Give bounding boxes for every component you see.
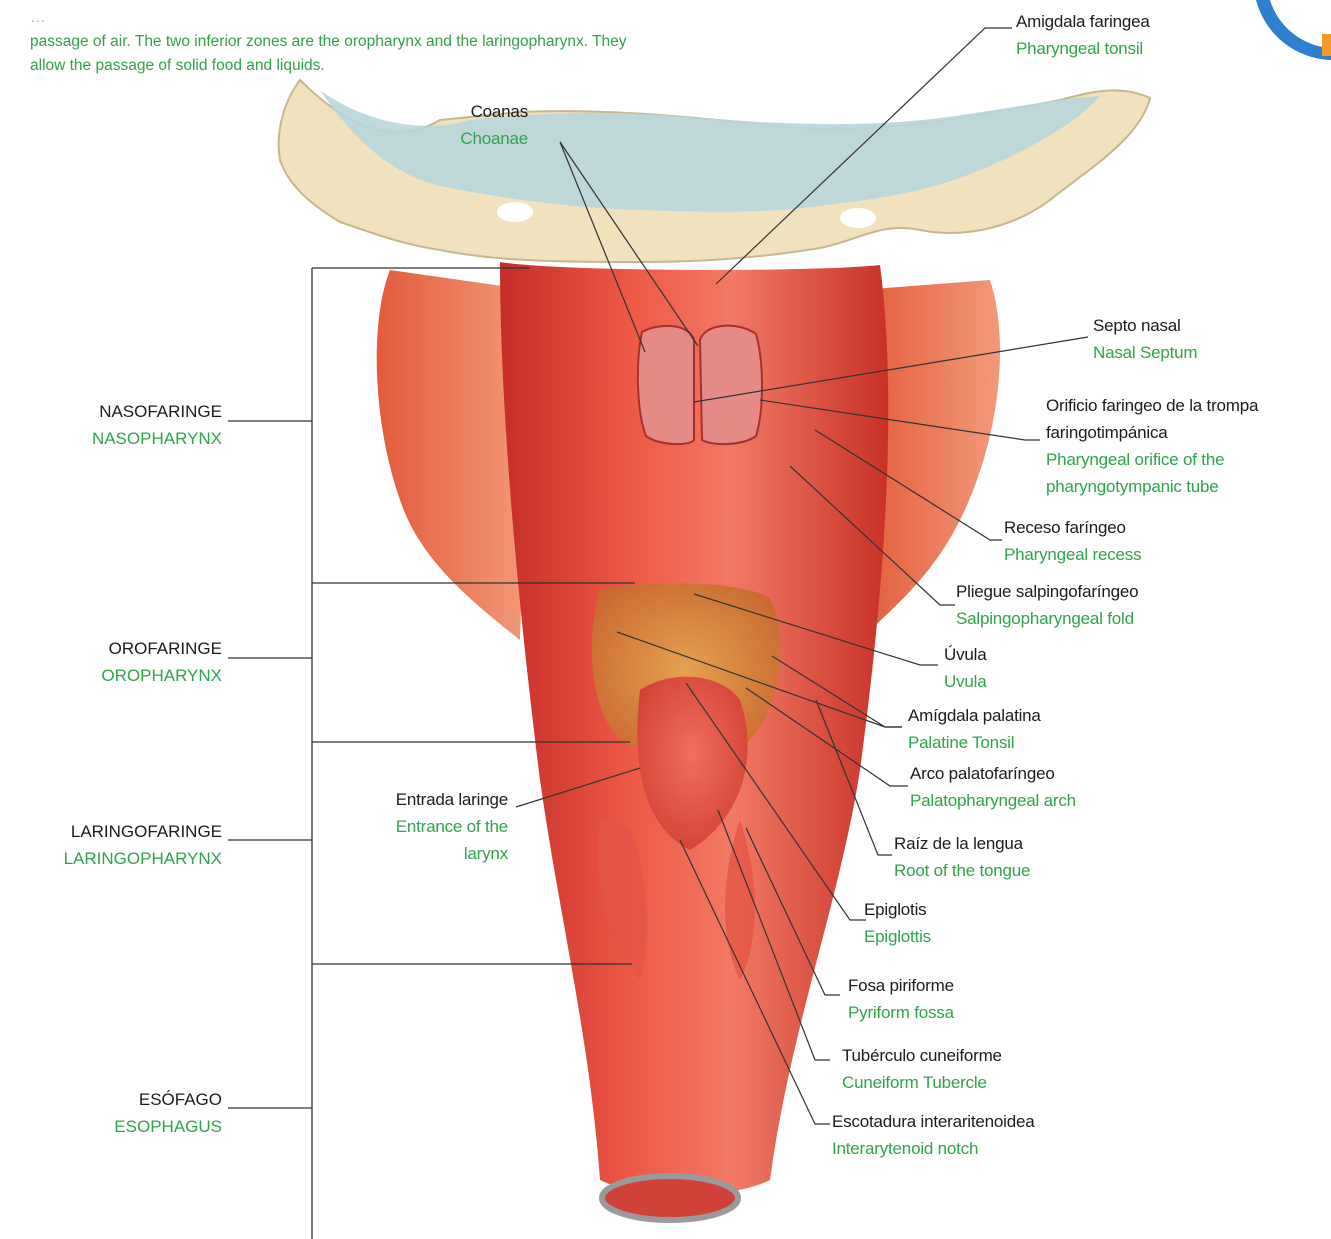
region-oropharynx: OROFARINGE OROPHARYNX <box>40 635 222 689</box>
label-es: Arco palatofaríngeo <box>910 760 1076 787</box>
label-en: pharyngotympanic tube <box>1046 473 1258 500</box>
label-larynx-entrance: Entrada laringe Entrance of the larynx <box>350 786 508 867</box>
label-pharyngeal-recess: Receso faríngeo Pharyngeal recess <box>1004 514 1141 568</box>
label-pharyngeal-tonsil: Amigdala faringea Pharyngeal tonsil <box>1016 8 1150 62</box>
region-label-es: NASOFARINGE <box>40 398 222 425</box>
label-es: Amigdala faringea <box>1016 8 1150 35</box>
region-esophagus: ESÓFAGO ESOPHAGUS <box>40 1086 222 1140</box>
label-epiglottis: Epiglotis Epiglottis <box>864 896 931 950</box>
label-interarytenoid-notch: Escotadura interaritenoidea Interaryteno… <box>832 1108 1035 1162</box>
label-es: Fosa piriforme <box>848 972 954 999</box>
region-label-en: OROPHARYNX <box>40 662 222 689</box>
label-nasal-septum: Septo nasal Nasal Septum <box>1093 312 1197 366</box>
label-en: Uvula <box>944 668 986 695</box>
region-nasopharynx: NASOFARINGE NASOPHARYNX <box>40 398 222 452</box>
label-pyriform-fossa: Fosa piriforme Pyriform fossa <box>848 972 954 1026</box>
label-en: Palatine Tonsil <box>908 729 1041 756</box>
label-cuneiform-tubercle: Tubérculo cuneiforme Cuneiform Tubercle <box>842 1042 1002 1096</box>
choanae-right <box>700 326 762 444</box>
region-label-en: ESOPHAGUS <box>40 1113 222 1140</box>
label-root-of-tongue: Raíz de la lengua Root of the tongue <box>894 830 1030 884</box>
label-en: Epiglottis <box>864 923 931 950</box>
label-en: Root of the tongue <box>894 857 1030 884</box>
label-salpingopharyngeal-fold: Pliegue salpingofaríngeo Salpingopharyng… <box>956 578 1138 632</box>
region-laryngopharynx: LARINGOFARINGE LARINGOPHARYNX <box>10 818 222 872</box>
label-es: Tubérculo cuneiforme <box>842 1042 1002 1069</box>
label-es: Septo nasal <box>1093 312 1197 339</box>
region-label-es: OROFARINGE <box>40 635 222 662</box>
label-en: Palatopharyngeal arch <box>910 787 1076 814</box>
label-es: Epiglotis <box>864 896 931 923</box>
label-en: Salpingopharyngeal fold <box>956 605 1138 632</box>
region-label-es: ESÓFAGO <box>40 1086 222 1113</box>
label-en: Pharyngeal recess <box>1004 541 1141 568</box>
region-label-es: LARINGOFARINGE <box>10 818 222 845</box>
label-uvula: Úvula Uvula <box>944 641 986 695</box>
label-en: larynx <box>350 840 508 867</box>
label-es: Escotadura interaritenoidea <box>832 1108 1035 1135</box>
label-choanae: Coanas Choanae <box>420 98 528 152</box>
label-palatine-tonsil: Amígdala palatina Palatine Tonsil <box>908 702 1041 756</box>
label-en: Pharyngeal tonsil <box>1016 35 1150 62</box>
label-es: Coanas <box>420 98 528 125</box>
label-es: Raíz de la lengua <box>894 830 1030 857</box>
label-es: Pliegue salpingofaríngeo <box>956 578 1138 605</box>
label-es: Receso faríngeo <box>1004 514 1141 541</box>
label-es: Entrada laringe <box>350 786 508 813</box>
label-es: faringotimpánica <box>1046 419 1258 446</box>
label-es: Orificio faringeo de la trompa <box>1046 392 1258 419</box>
label-en: Cuneiform Tubercle <box>842 1069 1002 1096</box>
label-en: Pharyngeal orifice of the <box>1046 446 1258 473</box>
label-es: Amígdala palatina <box>908 702 1041 729</box>
region-label-en: NASOPHARYNX <box>40 425 222 452</box>
esophagus-opening <box>602 1176 738 1220</box>
label-palatopharyngeal-arch: Arco palatofaríngeo Palatopharyngeal arc… <box>910 760 1076 814</box>
region-label-en: LARINGOPHARYNX <box>10 845 222 872</box>
label-en: Entrance of the <box>350 813 508 840</box>
label-tube-orifice: Orificio faringeo de la trompa faringoti… <box>1046 392 1258 500</box>
choanae-left <box>638 326 694 444</box>
label-en: Interarytenoid notch <box>832 1135 1035 1162</box>
label-es: Úvula <box>944 641 986 668</box>
label-en: Pyriform fossa <box>848 999 954 1026</box>
label-en: Nasal Septum <box>1093 339 1197 366</box>
label-en: Choanae <box>420 125 528 152</box>
